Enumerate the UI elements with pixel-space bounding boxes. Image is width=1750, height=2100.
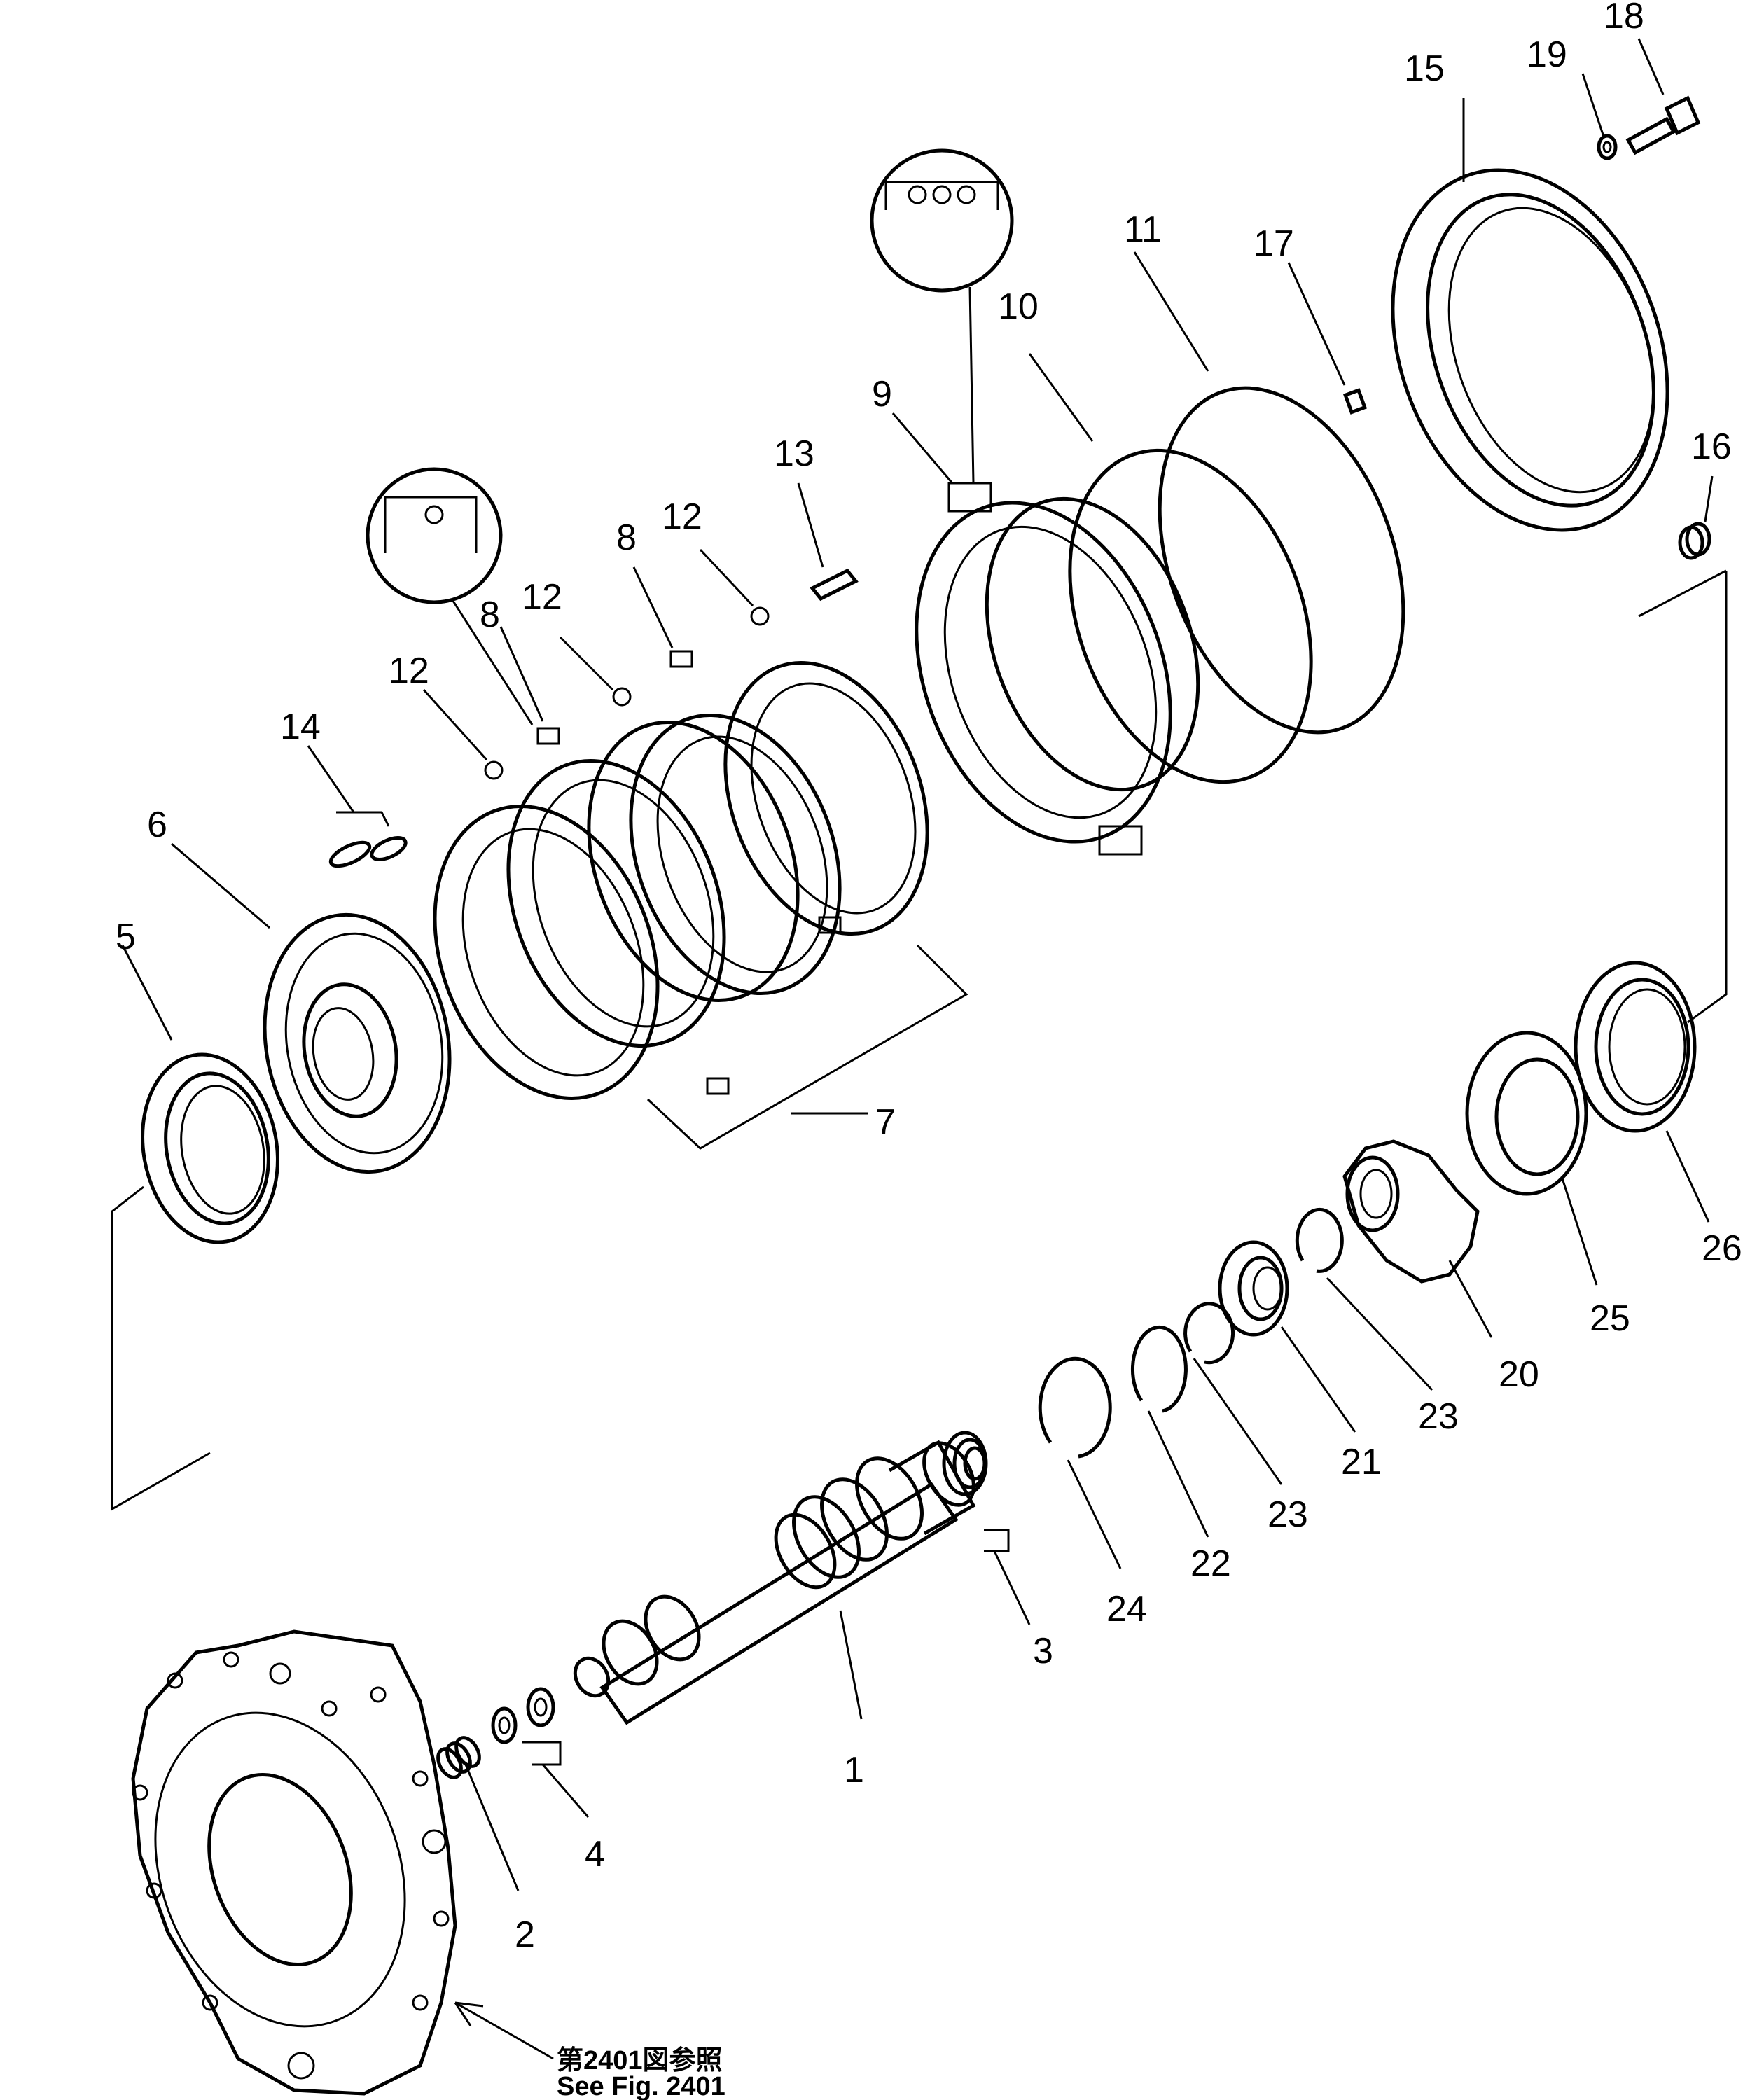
label-16: 16: [1691, 426, 1732, 467]
label-21: 21: [1341, 1442, 1382, 1482]
part-23-ring-b: [1295, 1207, 1344, 1273]
part-11-o-ring: [1158, 386, 1405, 735]
label-24: 24: [1106, 1589, 1147, 1629]
label-9: 9: [872, 374, 892, 415]
part-7-clutch-plates: [433, 660, 929, 1100]
part-6-gear-hub: [263, 912, 452, 1174]
label-12c: 12: [662, 496, 702, 537]
part-12-springs: [484, 606, 770, 780]
label-7: 7: [875, 1102, 896, 1143]
part-19-washer: [1597, 134, 1618, 160]
reference-note-english: See Fig. 2401: [557, 2072, 725, 2100]
part-18-bolt: [1625, 95, 1701, 155]
label-20: 20: [1499, 1354, 1539, 1395]
label-25: 25: [1590, 1298, 1630, 1339]
part-21-bearing: [1218, 1240, 1289, 1337]
part-8-separator-plates: [506, 650, 842, 1095]
label-8a: 8: [480, 594, 500, 635]
part-1-shaft: [573, 1440, 976, 1725]
reference-note: 第2401図参照 See Fig. 2401: [557, 2046, 725, 2100]
label-22: 22: [1190, 1543, 1231, 1584]
part-15-retainer: [1391, 168, 1669, 532]
label-23a: 23: [1268, 1494, 1308, 1535]
label-23b: 23: [1418, 1396, 1459, 1437]
label-12a: 12: [389, 651, 429, 691]
label-19: 19: [1527, 34, 1567, 75]
part-4-washers: [491, 1687, 555, 1744]
part-26-seal: [1574, 961, 1697, 1133]
part-5-seal-ring: [141, 1052, 279, 1244]
label-17: 17: [1254, 223, 1294, 264]
label-6: 6: [147, 805, 167, 845]
label-12b: 12: [522, 577, 562, 618]
part-10-o-ring: [1068, 448, 1313, 784]
leader-lines: [111, 38, 1728, 2060]
label-26: 26: [1702, 1228, 1742, 1269]
label-14: 14: [280, 707, 321, 747]
part-20-gear: [1342, 1139, 1480, 1284]
label-10: 10: [998, 286, 1039, 327]
label-11: 11: [1124, 209, 1162, 250]
label-2: 2: [515, 1914, 535, 1955]
part-16-spring: [1678, 522, 1711, 560]
part-13-pin: [810, 568, 859, 602]
label-5: 5: [116, 917, 136, 957]
reference-note-japanese: 第2401図参照: [557, 2046, 723, 2075]
part-22-snap-ring: [1130, 1325, 1188, 1413]
part-17-pin: [1342, 388, 1368, 415]
detail-circle-upper: [870, 148, 1014, 293]
label-18: 18: [1604, 0, 1644, 36]
part-2-spring: [436, 1736, 481, 1779]
part-9-piston-plate: [915, 482, 1200, 856]
label-4: 4: [585, 1834, 605, 1875]
detail-circle-lower: [366, 467, 503, 604]
label-8b: 8: [616, 517, 637, 558]
part-labels: 1 2 3 4 5 6 7 8 8 8 9 10 11 12 12 12 12 …: [116, 0, 1742, 1955]
part-24-snap-ring: [1038, 1356, 1112, 1459]
label-13: 13: [774, 433, 814, 474]
part-14-springs: [328, 836, 408, 868]
part-25-thrust-washer: [1465, 1031, 1588, 1196]
part-3-coil: [942, 1431, 988, 1496]
label-1: 1: [844, 1750, 864, 1790]
housing-cover: [131, 1629, 457, 2096]
label-15: 15: [1404, 48, 1445, 89]
label-3: 3: [1033, 1631, 1053, 1671]
